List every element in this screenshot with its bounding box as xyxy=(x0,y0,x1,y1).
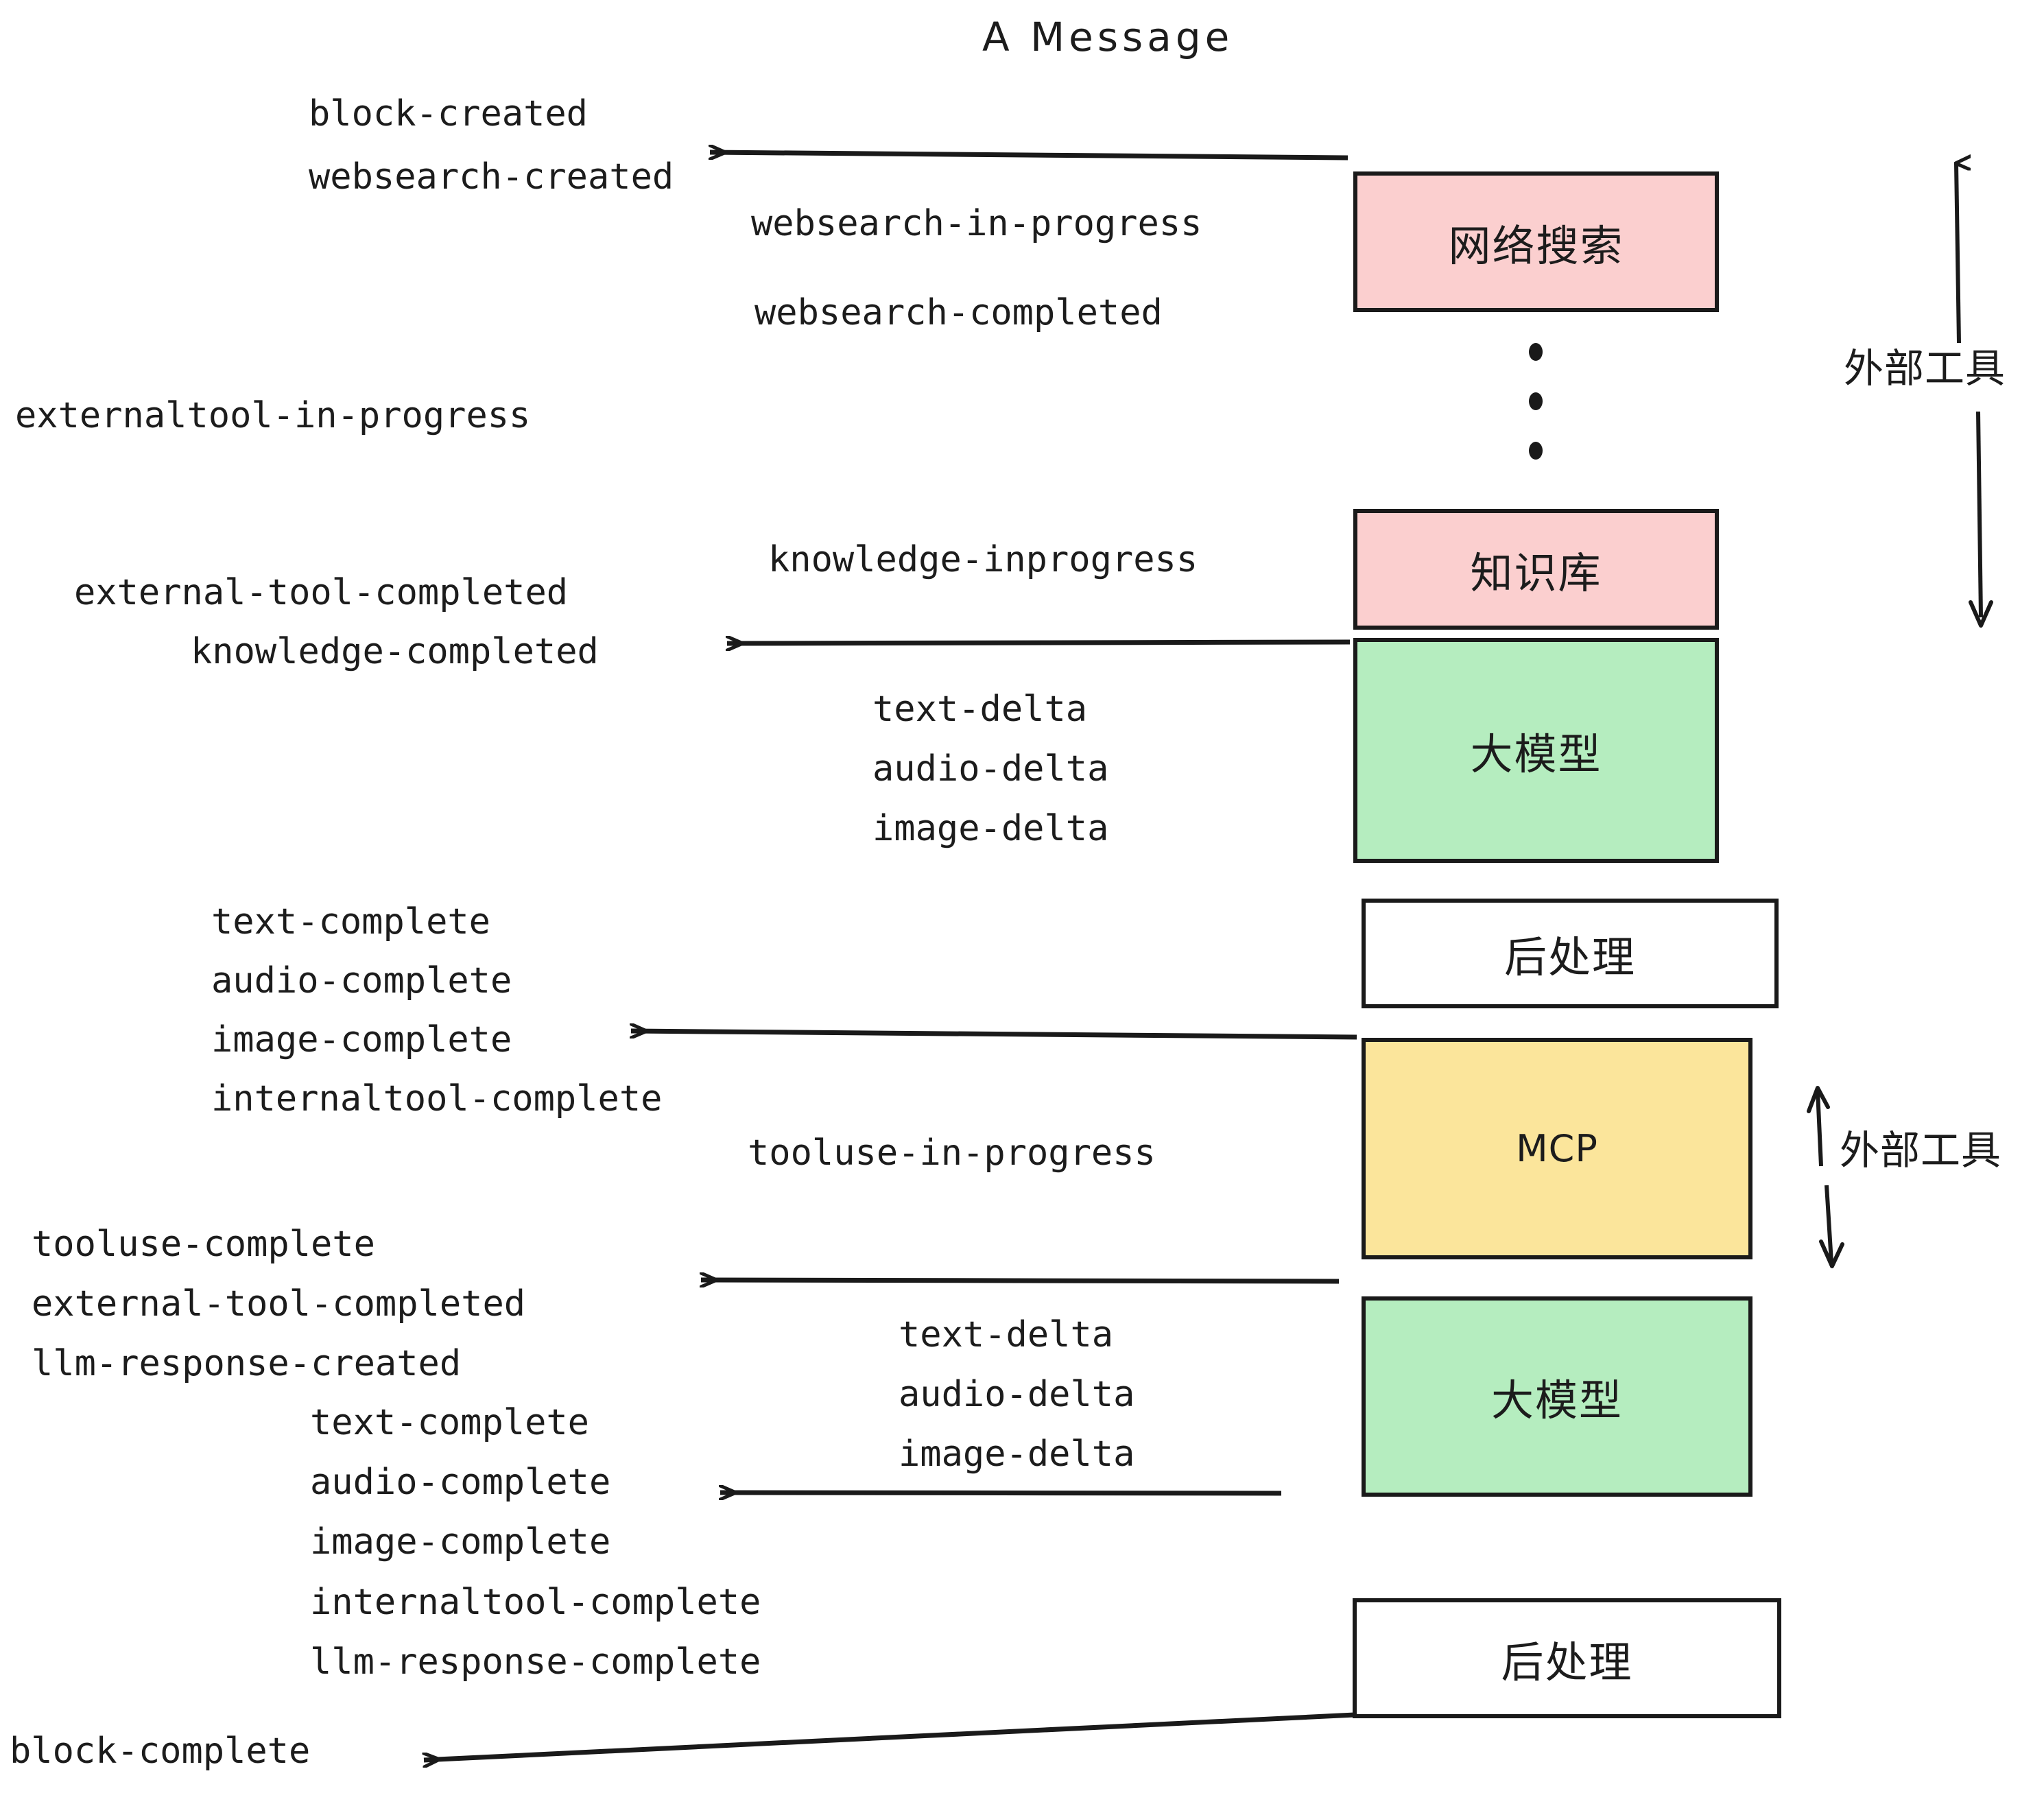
event-label-tooluse-complete: tooluse-complete xyxy=(32,1224,375,1265)
event-label-block-complete: block-complete xyxy=(10,1731,311,1772)
node-postprocess-1-label: 后处理 xyxy=(1504,932,1636,982)
node-postprocess-2[interactable]: 后处理 xyxy=(1353,1598,1781,1718)
event-label-text-delta-2: text-delta xyxy=(899,1314,1114,1355)
node-websearch[interactable]: 网络搜索 xyxy=(1353,171,1719,312)
node-postprocess-2-label: 后处理 xyxy=(1501,1637,1633,1687)
event-label-internaltool-complete-1: internaltool-complete xyxy=(211,1078,663,1119)
external-tools-span-bottom-down-arrow xyxy=(1825,1185,1833,1263)
event-label-external-tool-completed-1: external-tool-completed xyxy=(74,572,569,613)
node-llm-2[interactable]: 大模型 xyxy=(1362,1296,1752,1497)
arrow-tooluse-complete xyxy=(701,1280,1340,1281)
event-label-websearch-in-progress: websearch-in-progress xyxy=(751,203,1202,244)
arrow-image-complete xyxy=(631,1031,1357,1040)
side-label-external-tools-top: 外部工具 xyxy=(1844,345,2006,392)
node-knowledge[interactable]: 知识库 xyxy=(1353,509,1719,630)
event-label-tooluse-in-progress: tooluse-in-progress xyxy=(748,1132,1156,1174)
event-label-image-delta-2: image-delta xyxy=(899,1434,1135,1475)
event-label-websearch-created: websearch-created xyxy=(309,156,674,198)
external-tools-span-bottom-up-head xyxy=(1807,1086,1830,1113)
event-label-knowledge-inprogress: knowledge-inprogress xyxy=(768,539,1198,580)
node-websearch-label: 网络搜索 xyxy=(1448,220,1624,271)
node-mcp[interactable]: MCP xyxy=(1362,1038,1752,1259)
event-label-external-tool-completed-2: external-tool-completed xyxy=(32,1283,526,1325)
side-label-external-tools-bottom: 外部工具 xyxy=(1840,1127,2002,1174)
dot-1 xyxy=(1529,343,1543,361)
event-label-internaltool-complete-2: internaltool-complete xyxy=(310,1582,761,1623)
event-label-image-complete-2: image-complete xyxy=(310,1521,611,1563)
event-label-audio-delta-1: audio-delta xyxy=(872,748,1109,790)
node-llm-1-label: 大模型 xyxy=(1470,729,1602,779)
external-tools-span-top-down-head xyxy=(1969,600,1993,628)
node-knowledge-label: 知识库 xyxy=(1470,548,1602,598)
event-label-externaltool-in-progress: externaltool-in-progress xyxy=(15,395,531,436)
event-label-text-complete-1: text-complete xyxy=(211,901,490,942)
event-label-audio-complete-2: audio-complete xyxy=(310,1462,611,1503)
node-llm-2-label: 大模型 xyxy=(1490,1375,1623,1425)
node-llm-1[interactable]: 大模型 xyxy=(1353,638,1719,863)
event-label-image-delta-1: image-delta xyxy=(872,808,1109,849)
event-label-text-delta-1: text-delta xyxy=(872,689,1088,730)
arrow-block-complete xyxy=(424,1712,1355,1760)
arrow-knowledge-completed xyxy=(727,642,1351,643)
event-label-llm-response-created: llm-response-created xyxy=(32,1343,462,1384)
dot-3 xyxy=(1529,442,1543,460)
external-tools-span-top-down-arrow xyxy=(1976,411,1983,618)
event-label-text-complete-2: text-complete xyxy=(310,1402,589,1443)
event-label-knowledge-completed: knowledge-completed xyxy=(191,631,599,672)
event-label-audio-complete-1: audio-complete xyxy=(211,960,512,1001)
arrow-block-created xyxy=(710,152,1348,161)
event-label-block-created: block-created xyxy=(309,93,588,134)
node-postprocess-1[interactable]: 后处理 xyxy=(1362,899,1779,1008)
page-title: A Message xyxy=(982,14,1234,60)
ellipsis-dots xyxy=(1528,343,1543,460)
node-mcp-label: MCP xyxy=(1516,1127,1598,1170)
external-tools-span-bottom-up-arrow xyxy=(1816,1090,1823,1167)
event-label-audio-delta-2: audio-delta xyxy=(899,1374,1135,1415)
event-label-llm-response-complete: llm-response-complete xyxy=(310,1641,761,1683)
event-label-websearch-completed: websearch-completed xyxy=(754,292,1163,333)
external-tools-span-top-up xyxy=(1956,163,1959,344)
external-tools-span-bottom-down-head xyxy=(1819,1239,1844,1268)
event-label-image-complete-1: image-complete xyxy=(211,1019,512,1060)
dot-2 xyxy=(1529,392,1543,410)
